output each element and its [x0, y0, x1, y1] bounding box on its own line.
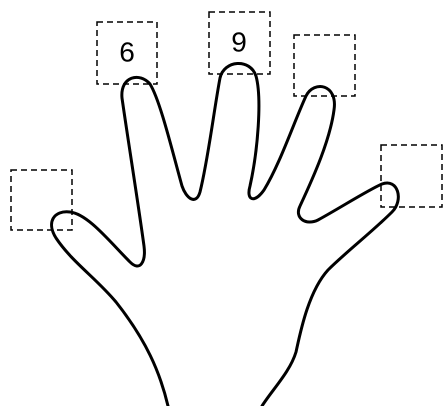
hand-outline: [52, 63, 399, 406]
index-box: 6: [97, 22, 157, 84]
thumb-box: [11, 170, 72, 230]
index-box-label: 6: [119, 37, 135, 68]
middle-box-label: 9: [231, 27, 247, 58]
little-box: [381, 145, 442, 207]
